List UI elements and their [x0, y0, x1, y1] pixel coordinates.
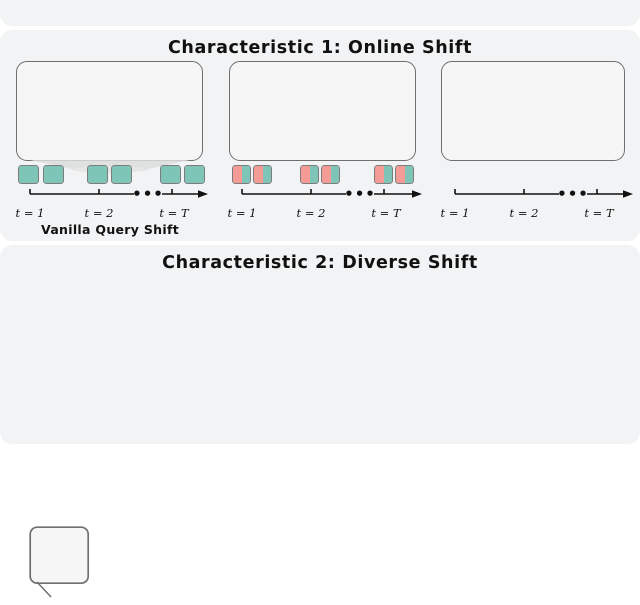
panel-characteristic-2: Characteristic 2: Diverse Shift — [0, 245, 640, 598]
axis-ellipsis: ••• — [344, 185, 376, 203]
image-box-3 — [441, 61, 625, 161]
caption-vanilla-query-shift: Vanilla Query Shift — [41, 222, 179, 237]
token-square-split — [253, 165, 272, 184]
timeline-axis-2 — [241, 189, 422, 198]
axis-ellipsis: ••• — [557, 185, 589, 203]
image-box-2 — [229, 61, 416, 161]
token-square-split — [395, 165, 414, 184]
image-box-1 — [16, 61, 203, 161]
tick-label-t2: t = 2 — [84, 206, 114, 220]
token-square — [160, 165, 181, 184]
tick-label-t1: t = 1 — [227, 206, 257, 220]
token-square — [43, 165, 64, 184]
timeline-group-2: ••• t = 1 t = 2 t = T — [224, 162, 424, 240]
speech-bubble-icon — [29, 526, 90, 598]
tick-label-tT: t = T — [159, 206, 189, 220]
token-square — [184, 165, 205, 184]
token-square-split — [300, 165, 319, 184]
tick-label-t1: t = 1 — [15, 206, 45, 220]
timeline-group-3: ••• t = 1 t = 2 t = T — [437, 162, 637, 240]
token-square-split — [232, 165, 251, 184]
axis-ellipsis: ••• — [132, 185, 164, 203]
token-square — [111, 165, 132, 184]
panel-above-cropped — [0, 0, 640, 26]
panel-title-characteristic-1: Characteristic 1: Online Shift — [167, 38, 473, 58]
timeline-axis-3 — [454, 189, 633, 198]
token-square — [18, 165, 39, 184]
token-square — [87, 165, 108, 184]
panel-title-characteristic-2: Characteristic 2: Diverse Shift — [162, 253, 478, 273]
timeline-group-1: ••• t = 1 t = 2 t = T Vanilla Query Shif… — [10, 162, 210, 240]
tick-label-t1: t = 1 — [440, 206, 470, 220]
tick-label-tT: t = T — [371, 206, 401, 220]
token-square-split — [374, 165, 393, 184]
tick-label-tT: t = T — [584, 206, 614, 220]
panel-characteristic-1: Characteristic 1: Online Shift •• — [0, 30, 640, 241]
tick-label-t2: t = 2 — [296, 206, 326, 220]
timeline-axis-1 — [29, 189, 208, 198]
tick-label-t2: t = 2 — [509, 206, 539, 220]
token-square-split — [321, 165, 340, 184]
